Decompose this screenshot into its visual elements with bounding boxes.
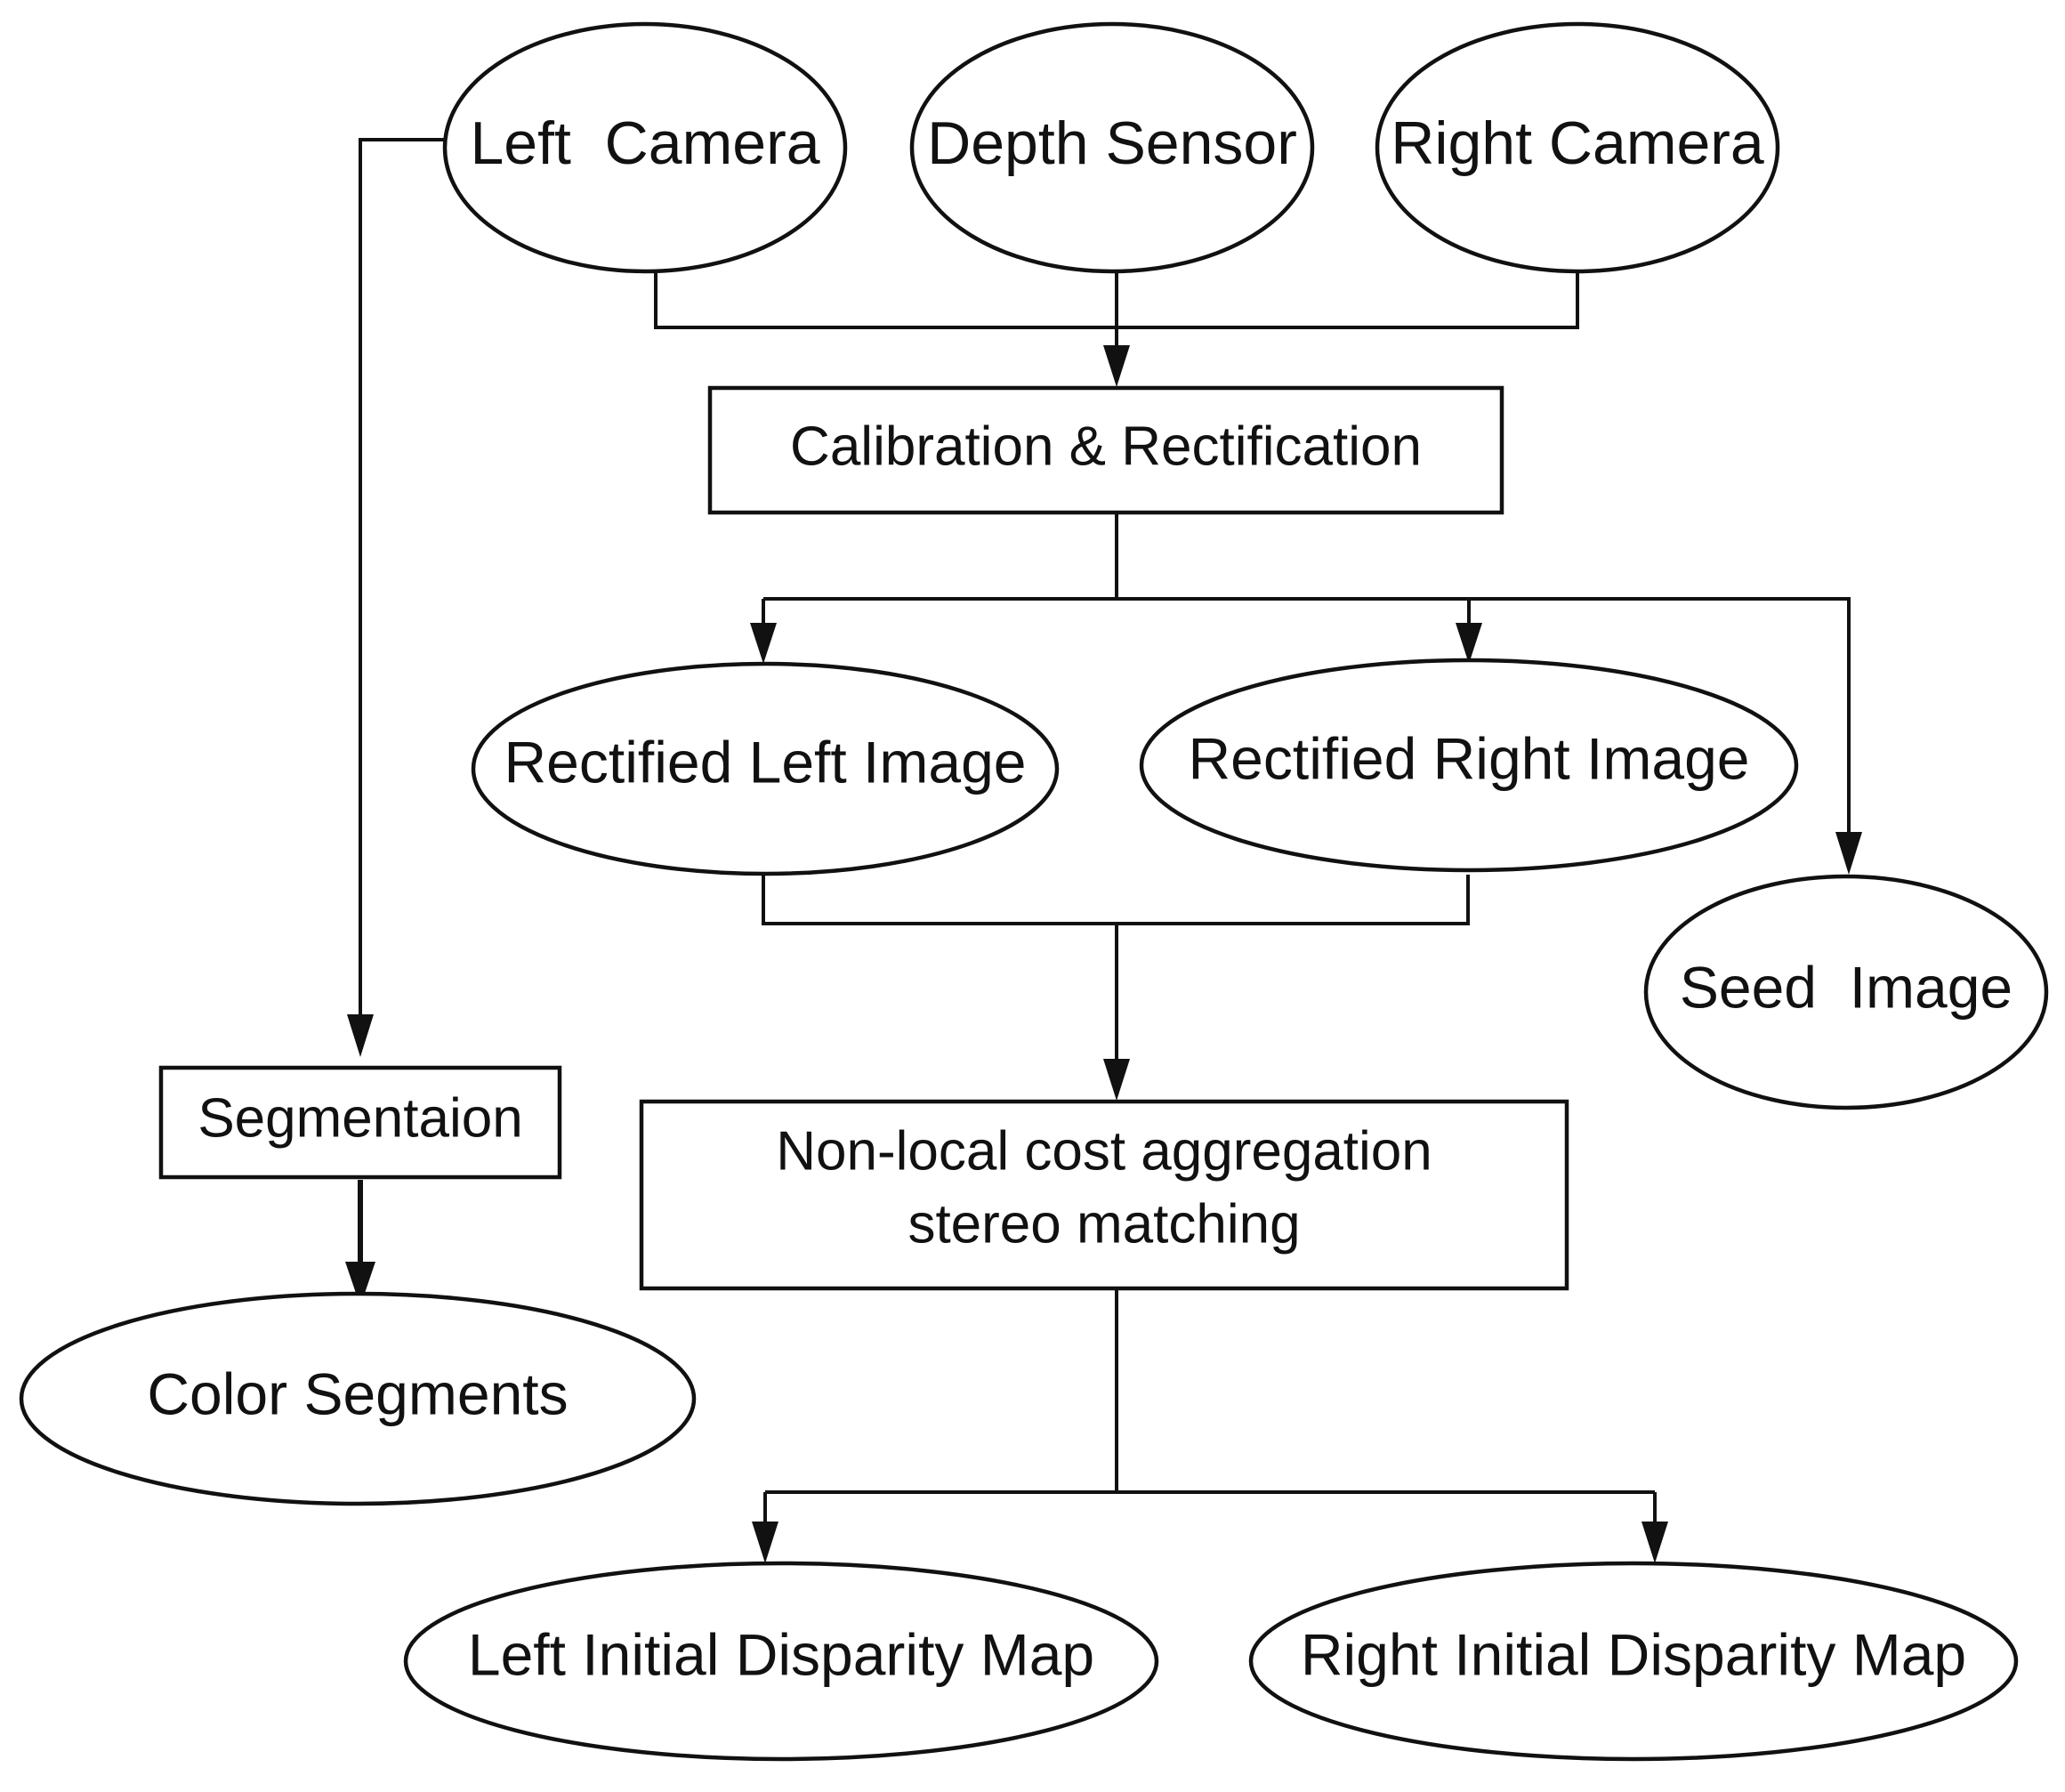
right-disparity-label: Right Initial Disparity Map [1301, 1621, 1966, 1687]
node-rectified-right-image: Rectified Right Image [1139, 658, 1799, 873]
seed-image-label: Seed Image [1680, 954, 2013, 1020]
node-segmentation: Segmentaion [158, 1065, 562, 1180]
node-nonlocal-stereo-matching: Non-local cost aggregation stereo matchi… [639, 1099, 1569, 1291]
arrowhead-segmentation [347, 1014, 374, 1057]
arrowhead-right-disparity [1642, 1522, 1668, 1563]
arrowhead-left-disparity [752, 1522, 778, 1563]
color-segments-label: Color Segments [147, 1360, 568, 1426]
node-calibration-rectification: Calibration & Rectification [707, 385, 1504, 515]
left-disparity-label: Left Initial Disparity Map [468, 1621, 1094, 1687]
right-camera-label: Right Camera [1391, 109, 1764, 177]
edge-nonlocal-split [765, 1290, 1655, 1494]
rectified-right-label: Rectified Right Image [1189, 725, 1750, 791]
depth-sensor-label: Depth Sensor [927, 109, 1297, 177]
node-color-segments: Color Segments [19, 1291, 697, 1506]
arrowhead-nonlocal [1103, 1059, 1130, 1101]
edge-rectified-merge [762, 875, 1470, 925]
arrowhead-calibration [1103, 345, 1130, 387]
segmentation-label: Segmentaion [198, 1087, 522, 1149]
nonlocal-label-line1: Non-local cost aggregation [776, 1120, 1432, 1182]
arrowhead-seed-image [1835, 832, 1862, 875]
node-left-camera: Left Camera [442, 21, 848, 274]
arrowhead-rectified-left [750, 623, 777, 664]
node-depth-sensor: Depth Sensor [909, 21, 1315, 274]
node-left-initial-disparity-map: Left Initial Disparity Map [403, 1561, 1159, 1762]
node-right-camera: Right Camera [1375, 21, 1780, 274]
edge-left-camera-to-segmentation [359, 138, 445, 1025]
node-seed-image: Seed Image [1643, 874, 2049, 1110]
rectified-left-label: Rectified Left Image [504, 729, 1027, 795]
calibration-label: Calibration & Rectification [790, 416, 1422, 477]
left-camera-label: Left Camera [470, 109, 819, 177]
node-rectified-left-image: Rectified Left Image [471, 661, 1060, 876]
connectors [345, 138, 1862, 1563]
arrowhead-color-segments [345, 1262, 375, 1306]
node-right-initial-disparity-map: Right Initial Disparity Map [1248, 1561, 2019, 1762]
edge-calibration-split [763, 513, 1851, 842]
arrowhead-rectified-right [1456, 623, 1482, 664]
nonlocal-label-line2: stereo matching [907, 1193, 1300, 1255]
